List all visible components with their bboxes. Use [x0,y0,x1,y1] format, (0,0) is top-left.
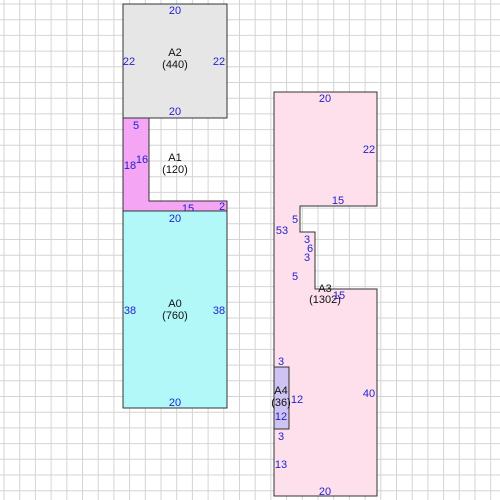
dim-A2-left: 22 [123,56,135,68]
dim-A3-left-b: 3 [278,431,284,443]
dim-A3-notch-inner-upper: 3 [304,234,310,246]
dim-A3-notch-bottom: 15 [333,290,345,302]
dim-A2-bottom: 20 [169,106,181,118]
dim-A1-inner-left: 16 [136,154,148,166]
dim-A1-bottom-right: 2 [219,201,225,213]
shape-A1[interactable]: A1 (120) 5 18 16 15 2 [122,117,228,215]
dim-A3-notch-inner-mid: 6 [307,243,313,255]
dim-A3-right-upper: 22 [363,144,375,156]
dim-A0-left: 38 [124,305,136,317]
dim-A3-left-a: 3 [278,356,284,368]
shape-A3[interactable]: A3 (1302) 20 22 15 5 53 3 6 3 5 15 40 3 … [273,91,378,498]
shape-A2-name: A2 [168,47,181,59]
shape-A3-body[interactable] [273,91,378,497]
shape-A0-area: (760) [162,310,188,322]
dim-A4-right: 12 [291,394,303,406]
shape-A1-area: (120) [162,164,188,176]
dim-A3-notch-step-upper: 5 [292,214,298,226]
shape-A4[interactable]: A4 (36) 12 12 [271,366,303,430]
dim-A3-bottom: 20 [319,486,331,498]
dim-A0-bottom: 20 [169,397,181,409]
dim-A2-top: 20 [169,5,181,17]
dim-A3-left-c: 13 [275,459,287,471]
dim-A3-left-long: 53 [276,225,288,237]
dim-A1-outer-left: 18 [124,160,136,172]
shape-A4-area: (36) [271,397,291,409]
shape-A0-body[interactable] [122,210,228,409]
dim-A3-notch-step-lower: 5 [292,271,298,283]
dim-A1-top: 5 [133,120,139,132]
shape-A0[interactable]: A0 (760) 20 38 38 20 [122,210,228,409]
dim-A3-notch-top: 15 [332,195,344,207]
shape-A2-body[interactable] [122,3,228,119]
shape-A4-body[interactable] [273,366,290,430]
dim-A0-right: 38 [213,305,225,317]
shape-A4-name: A4 [274,385,287,397]
shape-A0-name: A0 [168,298,181,310]
dim-A3-notch-inner-lower: 3 [304,252,310,264]
shape-A2-area: (440) [162,59,188,71]
shape-A3-name: A3 [318,283,331,295]
dim-A4-inner: 12 [275,411,287,423]
dim-A2-right: 22 [213,56,225,68]
shape-A2[interactable]: A2 (440) 20 22 22 20 [122,3,228,119]
dim-A3-top: 20 [319,93,331,105]
shape-A3-area: (1302) [309,294,341,306]
shape-A1-name: A1 [168,152,181,164]
dim-A3-right-lower: 40 [363,388,375,400]
dim-A0-top: 20 [169,213,181,225]
